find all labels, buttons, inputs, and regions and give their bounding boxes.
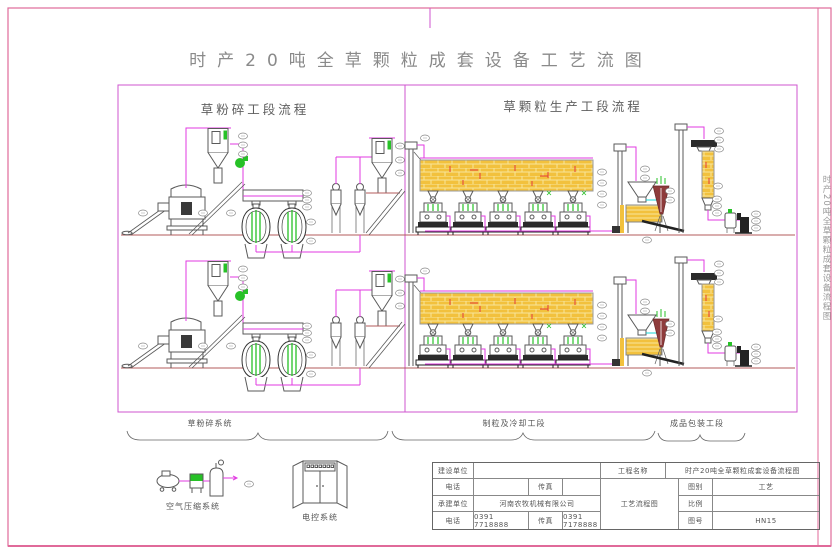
left-section-header: 草粉碎工段流程 (200, 102, 310, 117)
process-row-bottom (121, 257, 795, 391)
air-compressor-system (156, 459, 254, 497)
fax2-label: 传真 (529, 512, 563, 529)
diagram-frame (117, 84, 798, 413)
phone2-label: 电话 (433, 512, 474, 529)
title-block: 建设单位 工程名称 时产20吨全草颗粒成套设备流程图 电话 传真 工艺流程图 图… (432, 462, 820, 530)
electric-control-label: 电控系统 (302, 513, 338, 522)
project-name-value: 时产20吨全草颗粒成套设备流程图 (666, 463, 819, 479)
contractor-value: 河南农牧机械有限公司 (474, 496, 601, 512)
contractor-label: 承建单位 (433, 496, 474, 512)
fax1-value (563, 479, 601, 496)
number-value: HN15 (755, 516, 777, 525)
category-label: 图别 (679, 479, 713, 496)
electric-control-cabinet (292, 460, 348, 509)
scale-value (713, 496, 819, 512)
category-value: 工艺 (713, 479, 819, 496)
process-row-top (121, 124, 795, 258)
drawing-title: 时产20吨全草颗粒成套设备工艺流图 (189, 51, 653, 71)
construction-unit-label: 建设单位 (433, 463, 474, 479)
brace-left-stage (126, 430, 389, 441)
fax1-label: 传真 (529, 479, 563, 496)
scale-label: 比例 (679, 496, 713, 512)
right-section-header: 草颗粒生产工段流程 (503, 99, 643, 114)
drawing-type-cell: 工艺流程图 (601, 479, 679, 529)
number-label: 图号 (679, 512, 713, 529)
fax2-value: 0391 7178888 (563, 512, 601, 529)
stage-label-pelleting-cooling: 制粒及冷却工段 (482, 419, 546, 428)
stage-label-packing: 成品包装工段 (670, 419, 724, 428)
right-margin-vertical-label: 时产20吨全草颗粒成套设备流程图 (821, 175, 831, 321)
phone1-label: 电话 (433, 479, 474, 496)
air-compressor-label: 空气压缩系统 (166, 502, 220, 511)
phone2-value: 0391 7718888 (474, 512, 529, 529)
brace-right-stage (657, 432, 746, 442)
project-name-label: 工程名称 (601, 463, 666, 479)
stage-label-crushing: 草粉碎系统 (187, 419, 233, 428)
phone1-value (474, 479, 529, 496)
construction-unit-value (474, 463, 601, 479)
brace-middle-stage (391, 430, 656, 441)
